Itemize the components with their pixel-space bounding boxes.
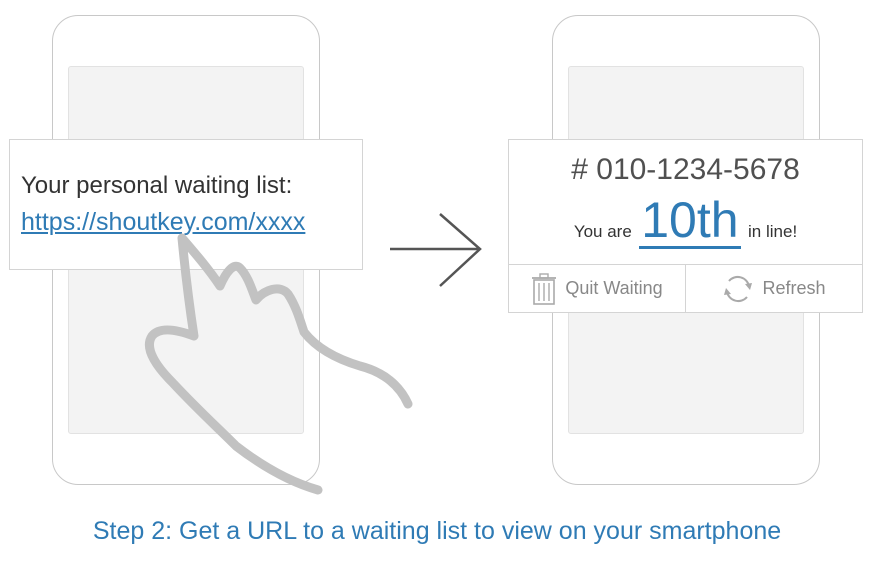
trash-icon [532, 272, 557, 305]
queue-actions-bar: Quit Waiting Refresh [509, 264, 862, 312]
arrow-right-icon [390, 213, 482, 287]
queue-status-info: # 010-1234-5678 You are 10th in line! [509, 140, 862, 264]
waiting-list-heading: Your personal waiting list: [21, 172, 293, 199]
refresh-button[interactable]: Refresh [685, 265, 862, 312]
refresh-label: Refresh [762, 278, 826, 298]
position-suffix: in line! [748, 222, 798, 241]
quit-waiting-label: Quit Waiting [565, 278, 663, 298]
waiting-list-url-link[interactable]: https://shoutkey.com/xxxx [21, 208, 306, 236]
phone-number: # 010-1234-5678 [571, 153, 800, 186]
refresh-icon [724, 275, 753, 302]
queue-status-card: # 010-1234-5678 You are 10th in line! Qu… [508, 139, 863, 313]
step-caption: Step 2: Get a URL to a waiting list to v… [92, 517, 782, 545]
position-prefix: You are [573, 222, 632, 241]
queue-position-value: 10th [639, 192, 741, 249]
waiting-list-link-card: Your personal waiting list: https://shou… [9, 139, 363, 270]
queue-position-line: You are 10th in line! [509, 194, 862, 249]
quit-waiting-button[interactable]: Quit Waiting [509, 265, 685, 312]
